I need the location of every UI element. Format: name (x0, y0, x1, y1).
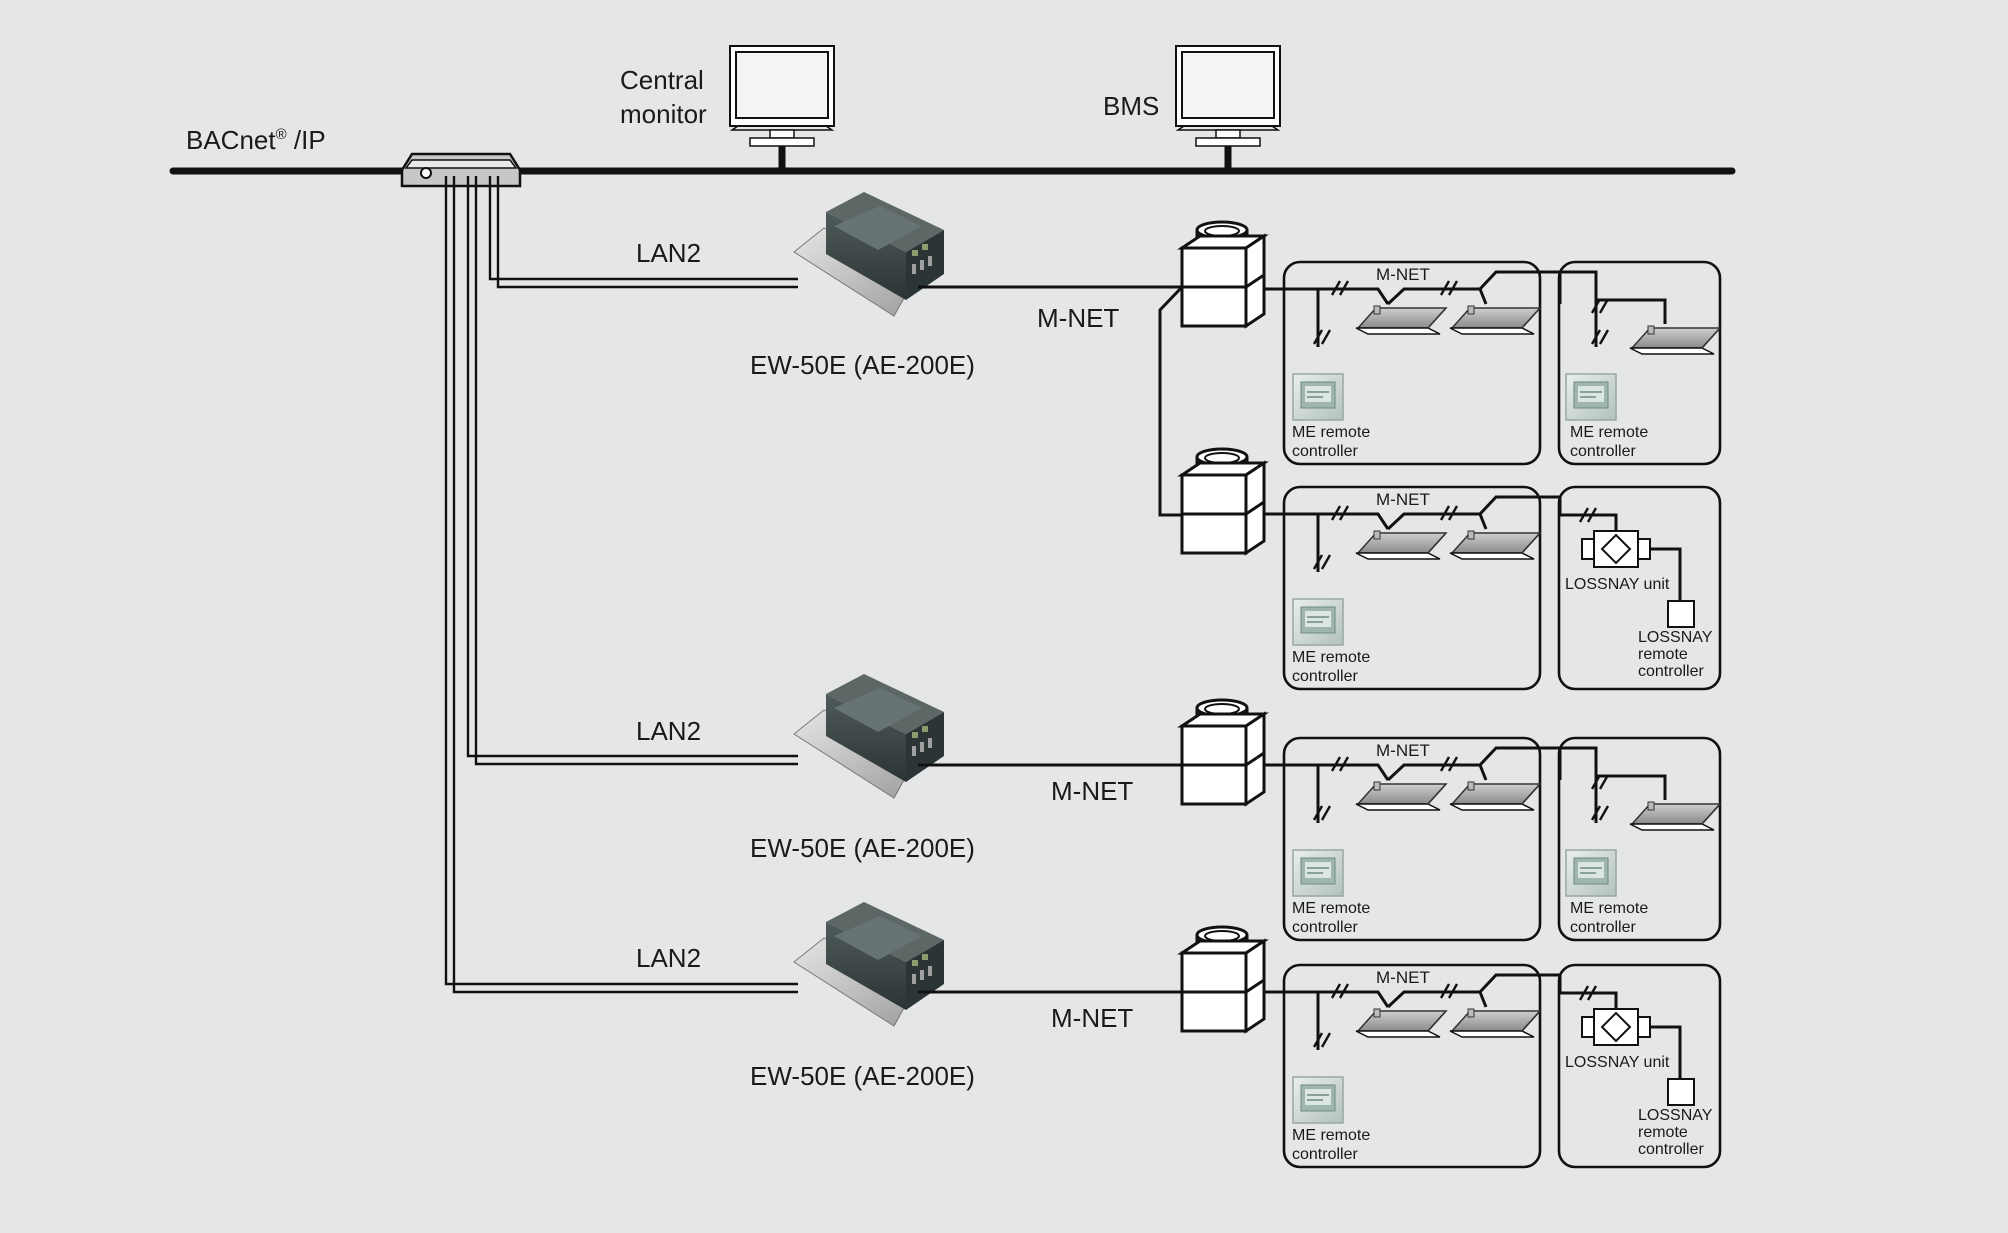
remote-controller-icon (1565, 373, 1617, 421)
mnet-label: M-NET (1376, 265, 1430, 284)
bms-monitor-icon (1175, 45, 1281, 147)
controller-name: EW-50E (AE-200E) (750, 350, 975, 380)
outdoor-unit-icon (1180, 698, 1266, 806)
remote-label: controller (1570, 443, 1636, 460)
ew50e-device-icon (793, 673, 945, 799)
indoor-unit-icon (1449, 781, 1541, 811)
lossnay-remote-label: LOSSNAY (1638, 629, 1713, 646)
indoor-unit-icon (1629, 325, 1721, 355)
mnet-label: M-NET (1037, 303, 1119, 333)
systems-layer: M-NET ME remote controller ME remote control… (1264, 260, 1722, 1169)
remote-label: ME remote (1292, 1127, 1370, 1144)
lossnay-remote-label: controller (1638, 663, 1704, 680)
mnet-label: M-NET (1051, 776, 1133, 806)
ew50e-device-icon (793, 901, 945, 1027)
lossnay-unit-label: LOSSNAY unit (1565, 1054, 1670, 1071)
remote-label: ME remote (1570, 900, 1648, 917)
side-group-box (1557, 485, 1722, 691)
wire-marker-icon (1312, 804, 1332, 822)
lossnay-remote-label: LOSSNAY (1638, 1107, 1713, 1124)
side-group-box (1557, 260, 1722, 466)
indoor-unit-icon (1355, 530, 1447, 560)
system-row-2: M-NET ME remote controller LOSSNAY unitLOSS… (1264, 485, 1722, 691)
remote-label: controller (1292, 1146, 1358, 1163)
wire-marker-icon (1312, 1031, 1332, 1049)
bacnet-label: BACnet® /IP (186, 125, 326, 155)
controller-3: LAN2 EW-50E (AE-200E) M-NET (636, 901, 1133, 1091)
remote-label: ME remote (1292, 900, 1370, 917)
lossnay-unit-label: LOSSNAY unit (1565, 576, 1670, 593)
lossnay-remote-label: remote (1638, 1124, 1688, 1141)
lossnay-unit-icon (1581, 530, 1651, 568)
central-monitor-icon (729, 45, 835, 147)
remote-controller-icon (1292, 598, 1344, 646)
indoor-unit-icon (1355, 1008, 1447, 1038)
system-row-3: M-NET ME remote controller ME remote control… (1264, 736, 1722, 942)
lan2-cables (444, 176, 798, 994)
wire-marker-icon (1312, 328, 1332, 346)
indoor-unit-icon (1629, 801, 1721, 831)
mnet-trunk-lines (918, 285, 1186, 994)
indoor-unit-icon (1449, 1008, 1541, 1038)
lan2-label: LAN2 (636, 943, 701, 973)
indoor-group-box (1282, 736, 1542, 942)
side-group-box (1557, 736, 1722, 942)
controller-2: LAN2 EW-50E (AE-200E) M-NET (636, 673, 1133, 863)
system-row-1: M-NET ME remote controller ME remote control… (1264, 260, 1722, 466)
wire-marker-icon (1590, 804, 1610, 822)
remote-label: controller (1292, 919, 1358, 936)
bms-label: BMS (1103, 91, 1159, 121)
indoor-unit-icon (1449, 305, 1541, 335)
controller-name: EW-50E (AE-200E) (750, 833, 975, 863)
indoor-unit-icon (1355, 781, 1447, 811)
lossnay-remote-label: controller (1638, 1141, 1704, 1158)
indoor-unit-icon (1355, 305, 1447, 335)
lan2-label: LAN2 (636, 716, 701, 746)
system-row-4: M-NET ME remote controller LOSSNAY unitLOSS… (1264, 963, 1722, 1169)
indoor-group-box (1282, 260, 1542, 466)
lossnay-remote-label: remote (1638, 646, 1688, 663)
wire-marker-icon (1590, 328, 1610, 346)
controller-1: LAN2 EW-50E (AE-200E) M-NET (636, 191, 1119, 380)
indoor-group-box (1282, 963, 1542, 1169)
network-switch-icon (400, 152, 522, 188)
remote-label: ME remote (1292, 424, 1370, 441)
mnet-label: M-NET (1376, 490, 1430, 509)
indoor-group-box (1282, 485, 1542, 691)
outdoor-unit-icon (1180, 447, 1266, 555)
lossnay-remote-icon (1667, 600, 1695, 628)
controller-name: EW-50E (AE-200E) (750, 1061, 975, 1091)
remote-controller-icon (1292, 373, 1344, 421)
side-group-box (1557, 963, 1722, 1169)
mnet-label: M-NET (1376, 968, 1430, 987)
lossnay-remote-icon (1667, 1078, 1695, 1106)
mnet-label: M-NET (1376, 741, 1430, 760)
remote-controller-icon (1565, 849, 1617, 897)
remote-label: ME remote (1292, 649, 1370, 666)
remote-label: ME remote (1570, 424, 1648, 441)
indoor-unit-icon (1449, 530, 1541, 560)
remote-label: controller (1292, 443, 1358, 460)
remote-controller-icon (1292, 1076, 1344, 1124)
wire-marker-icon (1312, 553, 1332, 571)
remote-label: controller (1570, 919, 1636, 936)
wire-marker-icon (1590, 773, 1610, 791)
remote-controller-icon (1292, 849, 1344, 897)
wire-marker-icon (1590, 297, 1610, 315)
mnet-label: M-NET (1051, 1003, 1133, 1033)
ew50e-device-icon (793, 191, 945, 317)
lossnay-unit-icon (1581, 1008, 1651, 1046)
outdoor-unit-icon (1180, 925, 1266, 1033)
outdoor-unit-icon (1180, 220, 1266, 328)
remote-label: controller (1292, 668, 1358, 685)
lan2-label: LAN2 (636, 238, 701, 268)
